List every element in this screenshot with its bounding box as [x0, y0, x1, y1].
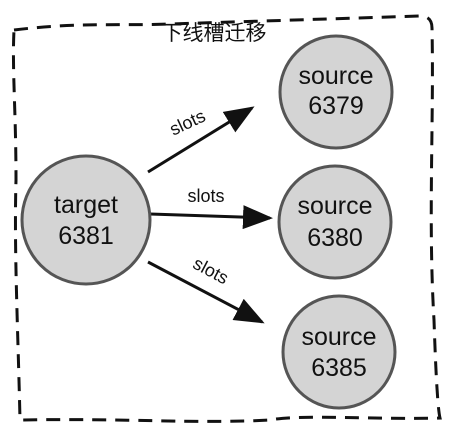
source-node-label-3: source [301, 323, 376, 351]
source-node-circle-3 [281, 294, 397, 410]
source-node-port-1: 6379 [308, 92, 364, 120]
arrow-to-6379 [147, 106, 255, 174]
edge-to-6379: slots [147, 106, 255, 174]
target-node-circle [20, 154, 152, 286]
source-node-6380: source 6380 [277, 164, 393, 280]
source-node-6385: source 6385 [281, 294, 397, 410]
source-node-circle-2 [277, 164, 393, 280]
frame-title: 下线槽迁移 [162, 21, 267, 45]
target-node-label: target [54, 191, 118, 219]
source-node-6379: source 6379 [278, 34, 394, 150]
arrow-to-6380 [149, 205, 273, 230]
edge-label-slots-3: slots [190, 253, 232, 288]
edge-label-slots-1: slots [166, 106, 208, 140]
source-node-label-2: source [297, 192, 372, 220]
edge-to-6380: slots [149, 186, 273, 230]
arrow-to-6385 [147, 260, 265, 324]
target-node: target 6381 [20, 154, 152, 286]
source-node-port-3: 6385 [311, 354, 367, 382]
edge-label-slots-2: slots [187, 186, 224, 206]
source-node-circle-1 [278, 34, 394, 150]
source-node-port-2: 6380 [307, 224, 363, 252]
target-node-port: 6381 [58, 222, 114, 250]
group-frame [11, 14, 442, 423]
source-node-label-1: source [298, 62, 373, 90]
edge-to-6385: slots [147, 253, 265, 324]
